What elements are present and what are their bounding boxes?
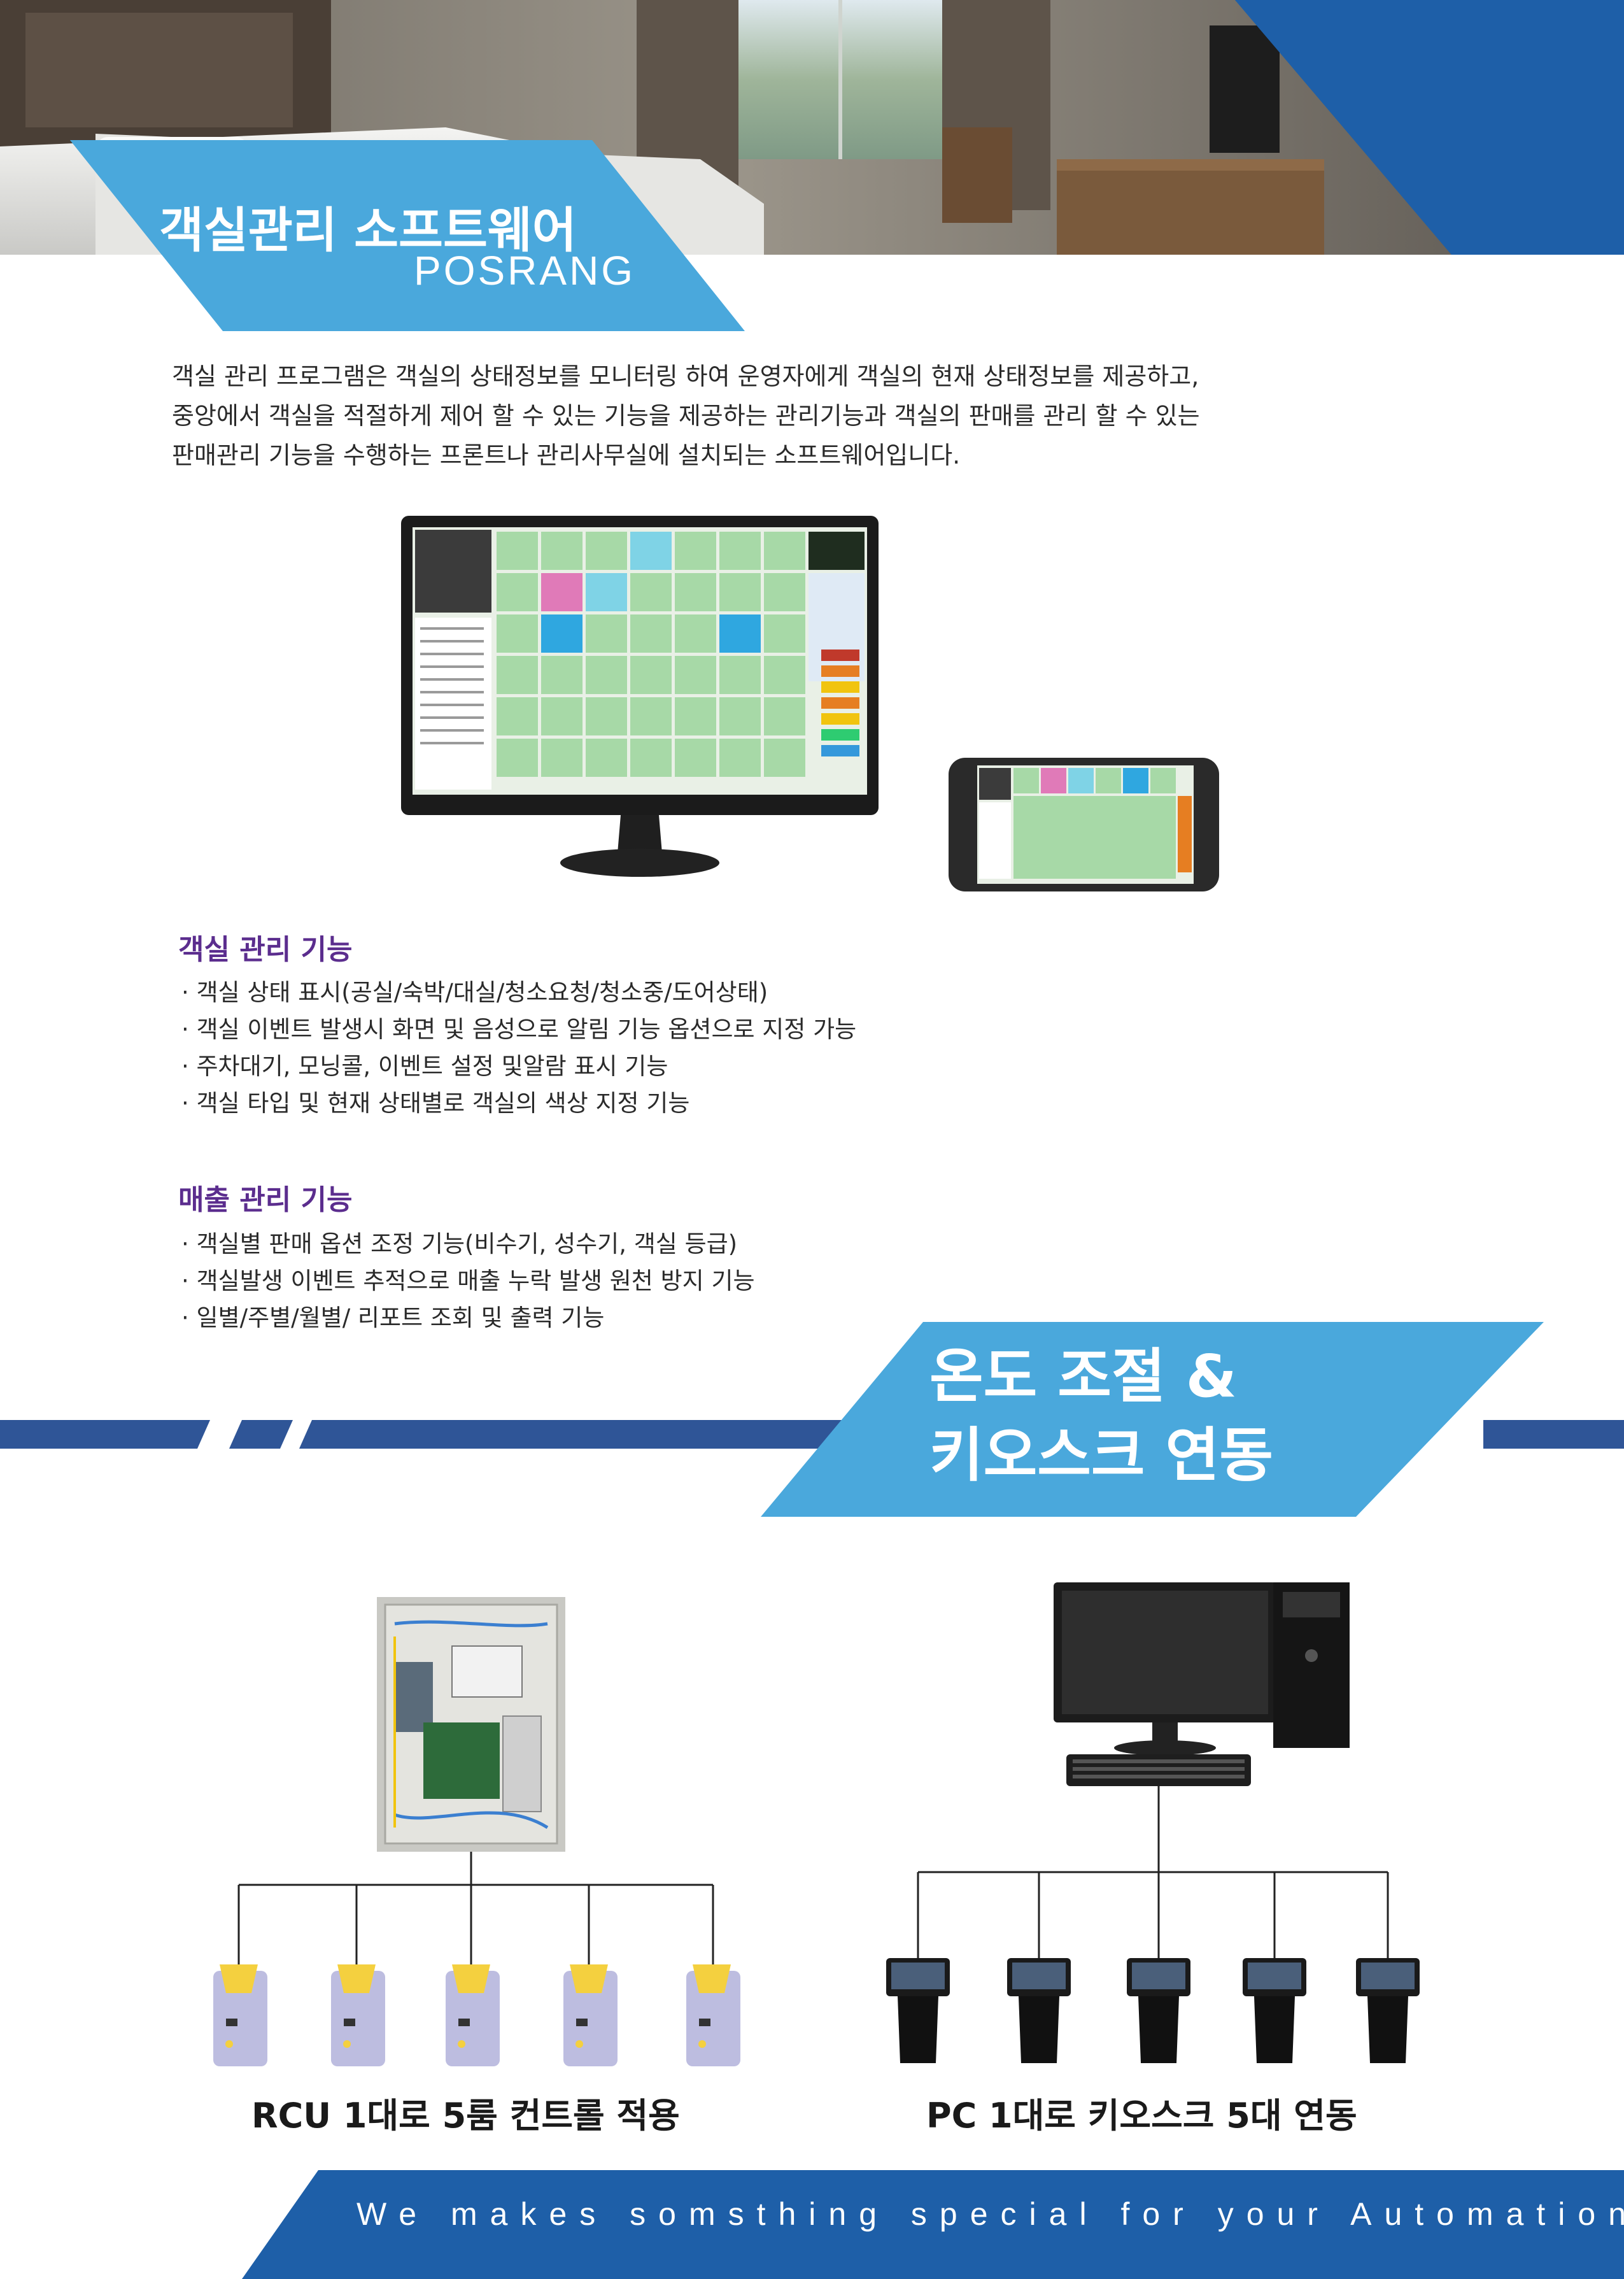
kiosk-image <box>1127 1958 1190 2063</box>
list-item: · 주차대기, 모닝콜, 이벤트 설정 및알람 표시 기능 <box>181 1053 668 1080</box>
monitor-image <box>401 516 879 877</box>
kiosk-image <box>1243 1958 1306 2063</box>
rcu-unit-image <box>213 1964 267 2066</box>
page-subtitle: POSRANG <box>414 248 636 294</box>
list-item: · 객실발생 이벤트 추적으로 매출 누락 발생 원천 방지 기능 <box>181 1267 755 1295</box>
section-banner <box>0 1322 1624 1517</box>
phone-image <box>949 758 1219 891</box>
banner-line: 온도 조절 & <box>929 1342 1237 1410</box>
title-band <box>70 0 1624 331</box>
kiosk-image <box>886 1958 950 2063</box>
pc-caption: PC 1대로 키오스크 5대 연동 <box>926 2096 1357 2136</box>
pc-kiosk-diagram <box>886 1582 1420 2063</box>
rcu-unit-image <box>446 1964 500 2066</box>
list-item: · 객실 상태 표시(공실/숙박/대실/청소요청/청소중/도어상태) <box>181 979 768 1006</box>
rcu-caption: RCU 1대로 5룸 컨트롤 적용 <box>251 2096 680 2136</box>
intro-line: 중앙에서 객실을 적절하게 제어 할 수 있는 기능을 제공하는 관리기능과 객… <box>172 402 1200 430</box>
list-item: · 객실 타입 및 현재 상태별로 객실의 색상 지정 기능 <box>181 1090 690 1117</box>
intro-line: 객실 관리 프로그램은 객실의 상태정보를 모니터링 하여 운영자에게 객실의 … <box>172 362 1199 390</box>
kiosk-image <box>1007 1958 1071 2063</box>
rcu-unit-image <box>331 1964 385 2066</box>
page-title: 객실관리 소프트웨어 <box>159 202 577 259</box>
footer-band <box>242 2170 1624 2279</box>
footer-slogan: We makes somsthing special for your Auto… <box>357 2196 1624 2232</box>
banner-title: 온도 조절 & 키오스크 연동 <box>929 1337 1273 1495</box>
intro-line: 판매관리 기능을 수행하는 프론트나 관리사무실에 설치되는 소프트웨어입니다. <box>172 441 961 469</box>
pc-image <box>1054 1582 1350 1786</box>
intro-paragraph: 객실 관리 프로그램은 객실의 상태정보를 모니터링 하여 운영자에게 객실의 … <box>172 357 1445 475</box>
rcu-unit-image <box>686 1964 740 2066</box>
kiosk-image <box>1356 1958 1420 2063</box>
room-management-heading: 객실 관리 기능 <box>178 934 353 966</box>
list-item: · 객실 이벤트 발생시 화면 및 음성으로 알림 기능 옵션으로 지정 가능 <box>181 1016 857 1043</box>
sales-management-heading: 매출 관리 기능 <box>178 1184 353 1216</box>
list-item: · 일별/주별/월별/ 리포트 조회 및 출력 기능 <box>181 1304 605 1331</box>
rcu-diagram <box>213 1597 740 2066</box>
room-management-list: · 객실 상태 표시(공실/숙박/대실/청소요청/청소중/도어상태) · 객실 … <box>181 974 856 1122</box>
sales-management-list: · 객실별 판매 옵션 조정 기능(비수기, 성수기, 객실 등급) · 객실발… <box>181 1226 755 1337</box>
control-box-image <box>377 1597 565 1852</box>
banner-line: 키오스크 연동 <box>929 1421 1273 1489</box>
devices-illustration <box>401 516 1219 891</box>
rcu-unit-image <box>563 1964 618 2066</box>
list-item: · 객실별 판매 옵션 조정 기능(비수기, 성수기, 객실 등급) <box>181 1230 738 1258</box>
